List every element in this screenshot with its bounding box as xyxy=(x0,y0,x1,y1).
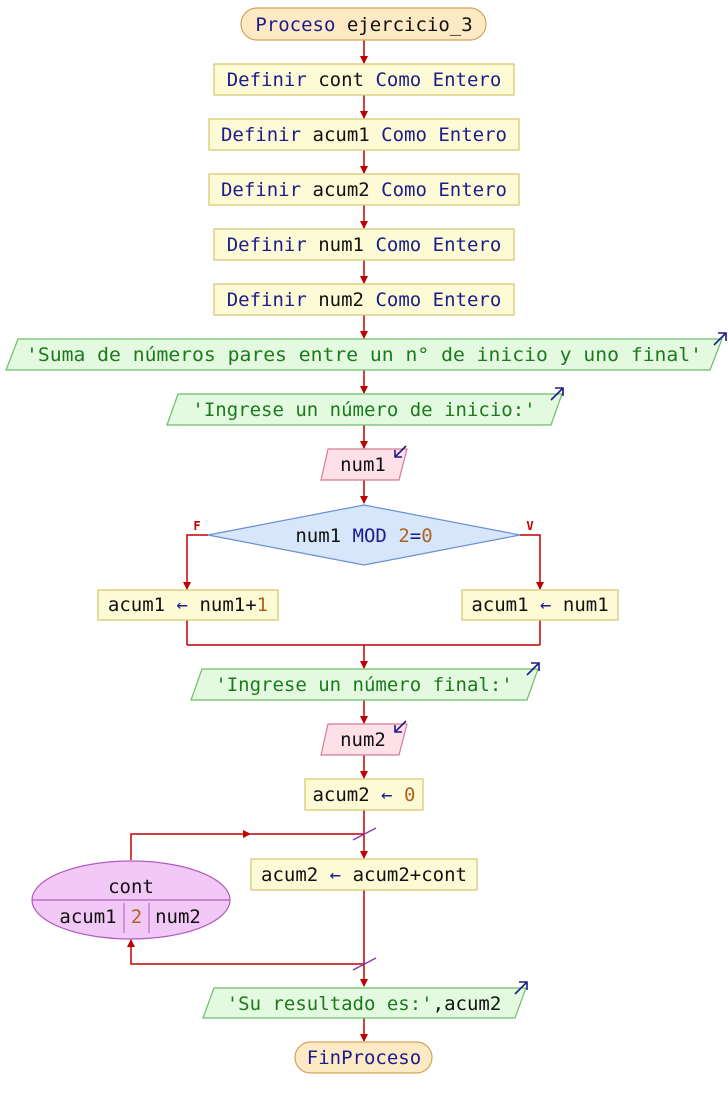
svg-text:acum1 ← num1: acum1 ← num1 xyxy=(471,594,608,616)
assign-target: acum1 xyxy=(471,594,528,616)
loop-step: 2 xyxy=(131,906,142,928)
assign-number: 1 xyxy=(257,594,268,616)
output-title-text: 'Suma de números pares entre un n° de in… xyxy=(26,344,702,366)
def-var: cont xyxy=(318,69,364,91)
assign-arrow: ← xyxy=(330,864,341,886)
svg-text:acum2 ← 0: acum2 ← 0 xyxy=(312,784,415,806)
assign-target: acum2 xyxy=(312,784,369,806)
assign-expr: num1+ xyxy=(199,594,256,616)
loop-to: num2 xyxy=(155,906,201,928)
input-arrow-icon xyxy=(394,720,407,733)
output-prompt-final-box[interactable]: 'Ingrese un número final:' xyxy=(190,662,540,701)
assign-arrow: ← xyxy=(381,784,392,806)
def-keyword: Definir xyxy=(227,289,307,311)
loop-body-box[interactable]: acum2 ← acum2+cont xyxy=(250,858,478,891)
svg-text:acum2 ← acum2+cont: acum2 ← acum2+cont xyxy=(261,864,467,886)
define-cont-box[interactable]: Definir cont Como Entero xyxy=(213,63,515,96)
assign-false-box[interactable]: acum1 ← num1+1 xyxy=(97,589,279,621)
def-keyword: Definir xyxy=(221,179,301,201)
output-arrow-icon xyxy=(526,662,540,676)
def-keyword: Definir xyxy=(227,69,307,91)
output-result-box[interactable]: 'Su resultado es:',acum2 xyxy=(202,981,528,1019)
output-title-box[interactable]: 'Suma de números pares entre un n° de in… xyxy=(5,332,727,371)
input-num1-box[interactable]: num1 xyxy=(320,445,408,481)
def-var: num2 xyxy=(318,289,364,311)
define-acum2-box[interactable]: Definir acum2 Como Entero xyxy=(208,173,520,206)
def-var: acum2 xyxy=(313,179,370,201)
def-keyword: Definir xyxy=(227,234,307,256)
def-type: Como Entero xyxy=(381,179,507,201)
def-var: acum1 xyxy=(313,124,370,146)
process-name: ejercicio_3 xyxy=(347,14,473,36)
decision-equals: = xyxy=(410,525,421,547)
svg-text:'Su resultado es:',acum2: 'Su resultado es:',acum2 xyxy=(227,993,502,1015)
assign-arrow: ← xyxy=(177,594,188,616)
input-arrow-icon xyxy=(394,445,407,458)
end-terminal[interactable]: FinProceso xyxy=(294,1041,433,1074)
output-prompt-start-box[interactable]: 'Ingrese un número de inicio:' xyxy=(166,387,564,426)
false-label: F xyxy=(193,519,200,533)
loop-tick-bottom xyxy=(352,957,377,971)
define-num1-box[interactable]: Definir num1 Como Entero xyxy=(213,228,515,261)
output-arrow-icon xyxy=(713,332,727,346)
output-result-var: ,acum2 xyxy=(433,993,502,1015)
decision-divisor: 2 xyxy=(398,525,409,547)
assign-expr: acum2+cont xyxy=(353,864,467,886)
arrow-false-branch xyxy=(183,534,208,590)
define-acum1-box[interactable]: Definir acum1 Como Entero xyxy=(208,118,520,151)
assign-target: acum2 xyxy=(261,864,318,886)
define-num2-box[interactable]: Definir num2 Como Entero xyxy=(213,283,515,316)
loop-variable: cont xyxy=(108,876,154,898)
arrow-true-branch xyxy=(520,534,544,590)
def-keyword: Definir xyxy=(221,124,301,146)
def-type: Como Entero xyxy=(375,69,501,91)
svg-text:Definir num2 Como Entero: Definir num2 Como Entero xyxy=(227,289,502,311)
svg-text:acum1 ← num1+1: acum1 ← num1+1 xyxy=(108,594,268,616)
loop-tick-top xyxy=(352,827,377,841)
def-type: Como Entero xyxy=(375,289,501,311)
svg-text:Proceso ejercicio_3: Proceso ejercicio_3 xyxy=(255,14,472,36)
output-result-string: 'Su resultado es:' xyxy=(227,993,433,1015)
assign-number: 0 xyxy=(404,784,415,806)
svg-text:num1 MOD 2=0: num1 MOD 2=0 xyxy=(295,525,432,547)
output-arrow-icon xyxy=(550,387,564,401)
def-type: Como Entero xyxy=(381,124,507,146)
input-num2-box[interactable]: num2 xyxy=(320,720,408,756)
start-terminal[interactable]: Proceso ejercicio_3 xyxy=(240,7,487,41)
output-arrow-icon xyxy=(514,981,528,995)
svg-text:Definir acum2 Como Entero: Definir acum2 Como Entero xyxy=(221,179,507,201)
start-keyword: Proceso xyxy=(255,14,335,36)
def-type: Como Entero xyxy=(375,234,501,256)
assign-target: acum1 xyxy=(108,594,165,616)
output-prompt-final-text: 'Ingrese un número final:' xyxy=(215,674,512,696)
connectors xyxy=(127,40,544,1042)
svg-text:Definir acum1 Como Entero: Definir acum1 Como Entero xyxy=(221,124,507,146)
for-loop-ellipse[interactable]: cont acum1 2 num2 xyxy=(31,860,231,940)
assign-expr: num1 xyxy=(563,594,609,616)
svg-text:Definir num1 Como Entero: Definir num1 Como Entero xyxy=(227,234,502,256)
def-var: num1 xyxy=(318,234,364,256)
decision-even-check[interactable]: num1 MOD 2=0 xyxy=(207,504,521,566)
end-keyword: FinProceso xyxy=(307,1047,421,1069)
true-label: V xyxy=(526,519,533,533)
assign-true-box[interactable]: acum1 ← num1 xyxy=(461,589,619,621)
assign-arrow: ← xyxy=(540,594,551,616)
decision-var: num1 xyxy=(295,525,341,547)
loop-from: acum1 xyxy=(59,906,116,928)
svg-text:Definir cont Como Entero: Definir cont Como Entero xyxy=(227,69,502,91)
assign-acum2-zero-box[interactable]: acum2 ← 0 xyxy=(304,778,424,811)
decision-operator: MOD xyxy=(353,525,387,547)
input-num2-text: num2 xyxy=(340,729,386,751)
arrow-loop-top xyxy=(130,830,251,860)
arrow-loop-return xyxy=(127,939,364,965)
output-prompt-start-text: 'Ingrese un número de inicio:' xyxy=(192,399,535,421)
decision-zero: 0 xyxy=(421,525,432,547)
input-num1-text: num1 xyxy=(340,454,386,476)
